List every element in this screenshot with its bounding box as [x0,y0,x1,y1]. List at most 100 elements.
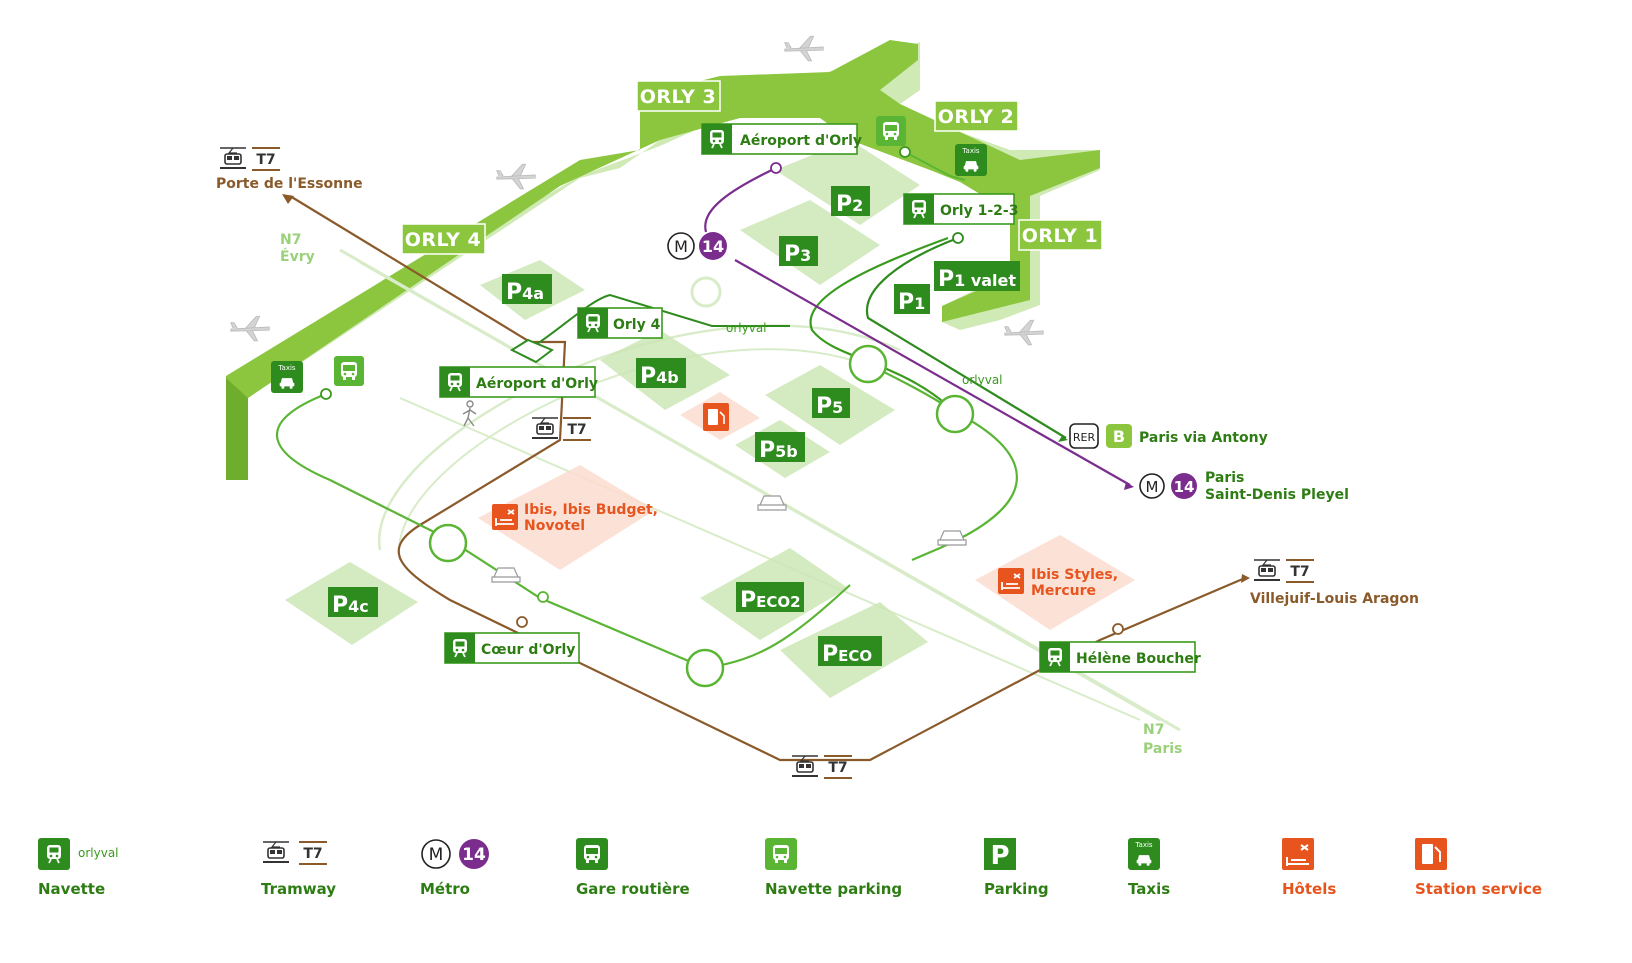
hotel-icon [1001,573,1021,590]
parking-peco[interactable]: PECO [818,636,882,667]
svg-text:RER: RER [1073,431,1096,444]
tram-t7-aeroport[interactable]: T7 [531,417,591,441]
svg-text:T7: T7 [256,152,275,168]
svg-text:T7: T7 [303,846,322,862]
svg-text:PECO: PECO [822,642,872,667]
car-icon [491,567,521,583]
terminal-label-orly1[interactable]: ORLY 1 [1018,219,1103,251]
road-n7-paris: N7 Paris [1143,722,1182,757]
svg-text:N7: N7 [280,232,301,248]
hotel-icon [1282,838,1314,870]
shuttle-bus-icon [765,838,797,870]
tram-icon: T7 [262,841,327,865]
metro-14-station[interactable]: M 14 [667,232,727,260]
stop-helene-boucher[interactable]: Hélène Boucher [1039,641,1201,673]
terminal-label-orly4[interactable]: ORLY 4 [401,223,486,255]
parking-peco2[interactable]: PECO2 [736,582,804,613]
orlyval-logo: orlyval [78,846,119,860]
svg-text:Novotel: Novotel [524,518,585,534]
hotel-icon [495,509,515,526]
svg-text:Aéroport d'Orly: Aéroport d'Orly [740,133,862,149]
svg-text:Porte de l'Essonne: Porte de l'Essonne [216,176,363,192]
svg-text:Villejuif-Louis Aragon: Villejuif-Louis Aragon [1250,591,1419,607]
terminal-buildings [226,40,1100,480]
car-icon [757,495,787,511]
svg-text:Évry: Évry [280,248,315,265]
svg-text:P3: P3 [784,242,811,267]
tram-t7-villejuif[interactable]: T7 Villejuif-Louis Aragon [1250,559,1419,607]
tram-icon [531,417,559,439]
stop-orly-4[interactable]: Orly 4 [577,307,663,339]
parking-areas [285,140,928,698]
svg-text:P4c: P4c [332,593,369,618]
parking-p4b[interactable]: P4b [636,358,686,389]
svg-text:P: P [990,841,1009,870]
terminal-label-orly2[interactable]: ORLY 2 [934,100,1019,132]
transit-lines [275,146,1246,762]
legend-label: Station service [1415,880,1543,898]
parking-p2[interactable]: P2 [831,186,870,217]
svg-text:ORLY 1: ORLY 1 [1022,225,1099,247]
svg-text:Cœur d'Orly: Cœur d'Orly [481,642,575,658]
parking-p4c[interactable]: P4c [328,587,378,618]
orlyval-label: orlyval [962,373,1003,387]
tram-icon [1253,559,1281,581]
parking-icon: P [984,838,1016,870]
taxi-stand-orly4[interactable]: Taxis [271,361,303,393]
rer-b-destination[interactable]: RER B Paris via Antony [1069,423,1268,449]
stop-aeroport-orly-top[interactable]: Aéroport d'Orly [701,123,862,155]
svg-text:P5: P5 [816,394,843,419]
stop-coeur-orly[interactable]: Cœur d'Orly [444,632,580,664]
bus-stop-orly2[interactable] [876,116,906,146]
svg-text:Ibis, Ibis Budget,: Ibis, Ibis Budget, [524,502,658,518]
svg-text:P4b: P4b [640,364,679,389]
svg-text:Ibis Styles,: Ibis Styles, [1031,567,1118,583]
svg-text:Aéroport d'Orly: Aéroport d'Orly [476,376,598,392]
stop-orly-1-2-3[interactable]: Orly 1-2-3 [903,193,1018,225]
svg-text:Paris: Paris [1205,470,1244,486]
svg-text:ORLY 3: ORLY 3 [640,86,717,108]
tram-t7-south[interactable]: T7 [791,755,852,779]
svg-text:P2: P2 [836,192,863,217]
parking-p5b[interactable]: P5b [755,432,805,463]
bus-stop-orly4[interactable] [334,356,364,386]
stop-aeroport-orly-tram[interactable]: Aéroport d'Orly [439,366,598,398]
svg-text:Paris via Antony: Paris via Antony [1139,430,1268,446]
metro-14-destination[interactable]: M 14 Paris Saint-Denis Pleyel [1139,470,1349,503]
car-icons [491,495,967,583]
svg-text:P1 valet: P1 valet [938,267,1016,292]
parking-p1valet[interactable]: P1 valet [934,261,1020,292]
fuel-station[interactable] [703,403,729,431]
taxi-stand-orly2[interactable]: Taxis [955,144,987,176]
fuel-pump-icon [1415,838,1447,870]
taxi-icon: Taxis [1128,838,1160,870]
legend-label: Parking [984,880,1049,898]
parking-p4a[interactable]: P4a [502,274,552,305]
parking-p1[interactable]: P1 [894,284,930,315]
svg-text:Orly 1-2-3: Orly 1-2-3 [940,203,1018,219]
parking-p3[interactable]: P3 [779,236,818,267]
svg-text:Orly 4: Orly 4 [613,317,661,333]
svg-text:14: 14 [1174,478,1195,496]
svg-text:Taxis: Taxis [961,147,979,155]
svg-text:B: B [1113,427,1125,446]
legend-label: Navette parking [765,880,903,898]
legend-label: Hôtels [1282,880,1337,898]
train-icon [38,838,70,870]
svg-text:T7: T7 [1290,564,1309,580]
svg-text:N7: N7 [1143,722,1164,738]
legend-label: Tramway [261,880,337,898]
svg-text:T7: T7 [567,422,586,438]
parking-p5[interactable]: P5 [812,388,850,419]
hotel-ibis-novotel[interactable]: Ibis, Ibis Budget, Novotel [492,502,658,534]
tram-t7-porte-essonne[interactable]: T7 Porte de l'Essonne [216,147,363,192]
bus-icon [576,838,608,870]
svg-text:M: M [674,237,688,256]
svg-text:ORLY 4: ORLY 4 [405,229,482,251]
svg-text:T7: T7 [828,760,847,776]
hotel-ibis-styles-mercure[interactable]: Ibis Styles, Mercure [998,567,1118,599]
svg-text:P4a: P4a [506,280,544,305]
car-icon [937,530,967,546]
terminal-label-orly3[interactable]: ORLY 3 [636,80,721,112]
